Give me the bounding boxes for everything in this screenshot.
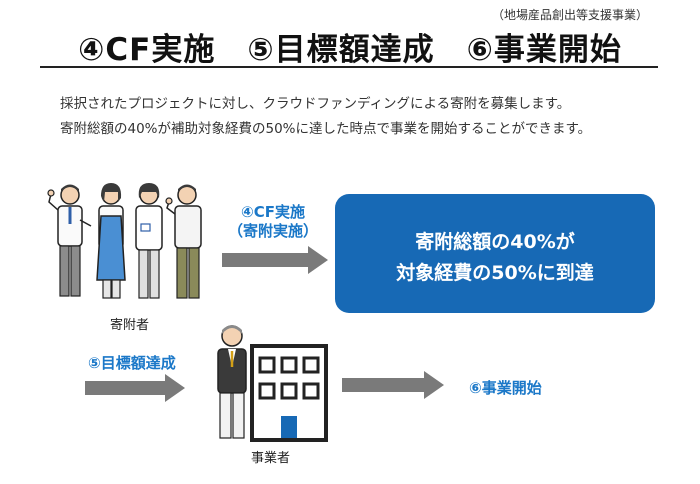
step4-label-line1: ④CF実施 [241, 203, 305, 221]
result-box-line1: 寄附総額の40%が [415, 231, 575, 253]
step4-label: ④CF実施 （寄附実施） [228, 203, 318, 241]
donor-person-4-icon [165, 184, 202, 299]
result-box-line2: 対象経費の50%に到達 [396, 262, 594, 284]
step5-label: ⑤目標額達成 [88, 354, 176, 372]
step4-arrow-icon [222, 246, 328, 274]
title-divider [40, 66, 658, 68]
program-note: （地場産品創出等支援事業） [491, 8, 648, 22]
donor-person-2-icon [96, 183, 126, 299]
step5-arrow-icon [85, 374, 185, 402]
business-owner-illustration [217, 325, 328, 442]
businessman-icon [217, 325, 247, 439]
result-box: 寄附総額の40%が 対象経費の50%に到達 [335, 194, 655, 313]
donors-caption: 寄附者 [110, 318, 150, 333]
step6-arrow-icon [342, 371, 444, 399]
step6-label: ⑥事業開始 [469, 379, 542, 397]
building-icon [250, 344, 328, 442]
donors-illustration [47, 183, 202, 299]
description-line-2: 寄附総額の40%が補助対象経費の50%に達した時点で事業を開始することができます… [60, 121, 592, 137]
page-title: ④CF実施 ⑤目標額達成 ⑥事業開始 [78, 32, 622, 68]
donor-person-3-icon [135, 183, 163, 299]
donor-person-1-icon [47, 184, 92, 297]
description-line-1: 採択されたプロジェクトに対し、クラウドファンディングによる寄附を募集します。 [60, 96, 571, 112]
business-caption: 事業者 [251, 451, 291, 466]
step4-label-line2: （寄附実施） [228, 222, 319, 240]
